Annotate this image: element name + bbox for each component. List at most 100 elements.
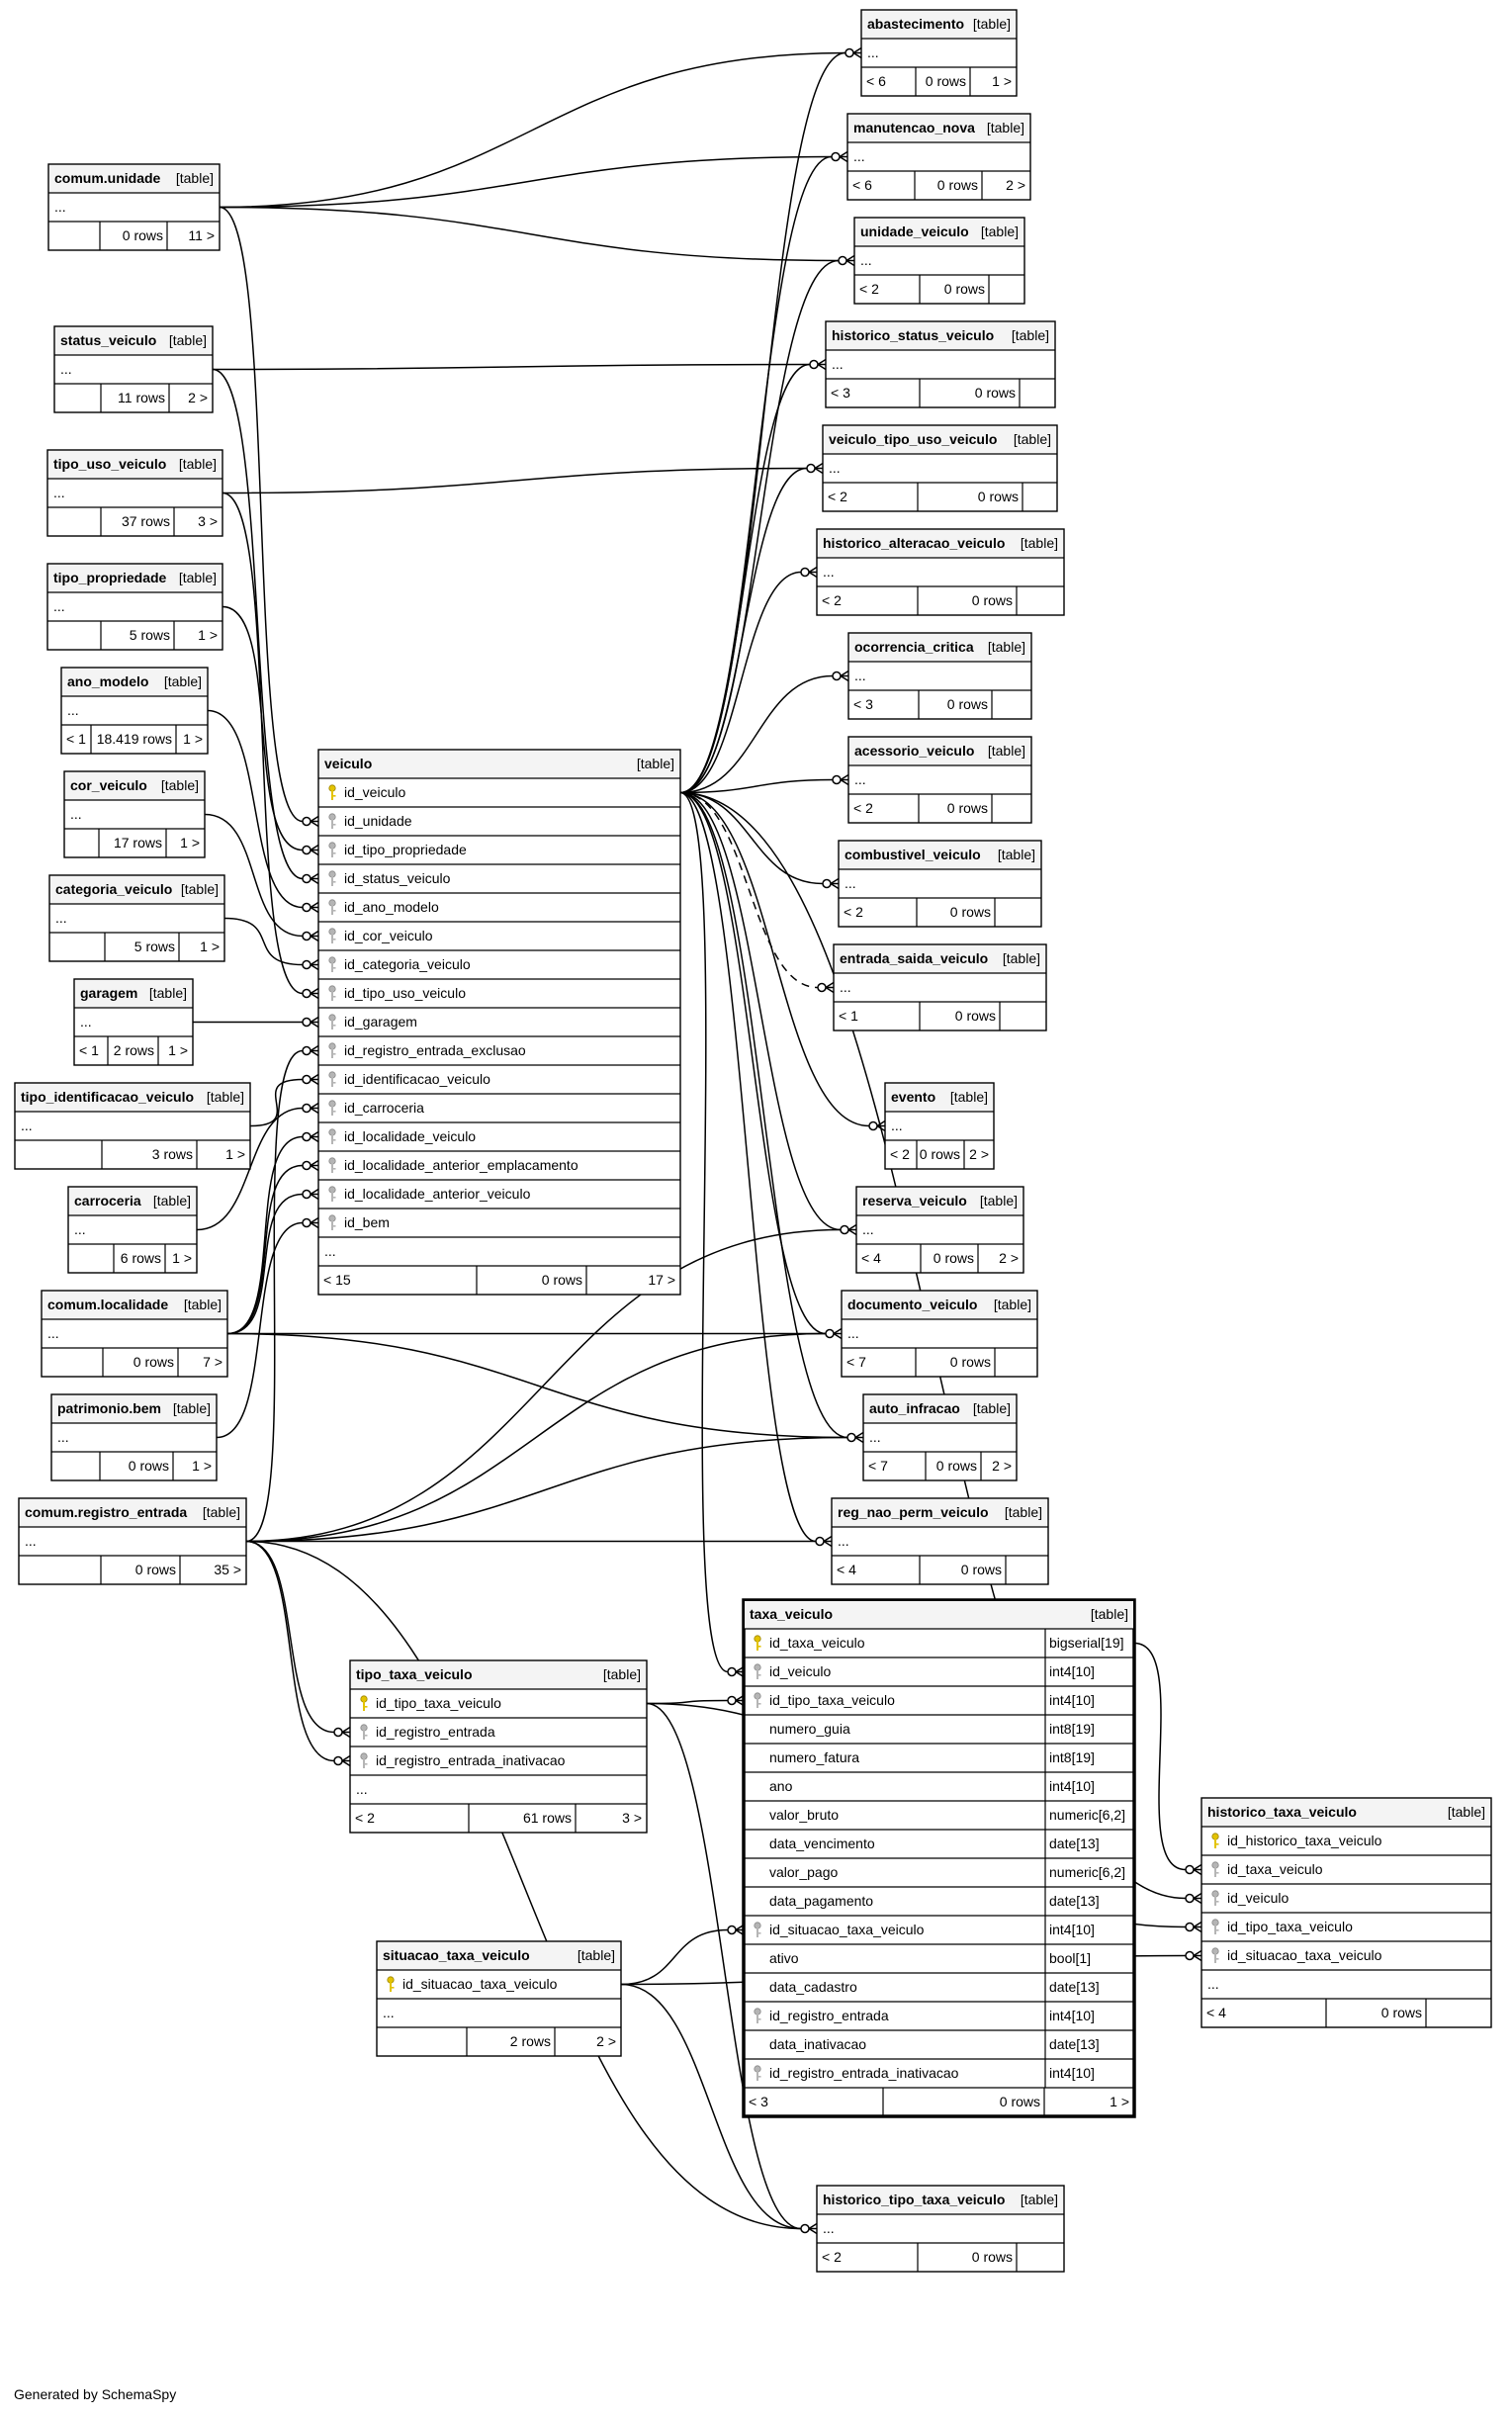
- parents-link[interactable]: < 1: [79, 1042, 99, 1058]
- children-link[interactable]: 1 >: [180, 835, 200, 851]
- table-name[interactable]: acessorio_veiculo: [854, 743, 974, 759]
- parents-link[interactable]: < 4: [1206, 2005, 1226, 2020]
- table-veiculo[interactable]: veiculo[table]id_veiculoid_unidadeid_tip…: [317, 749, 681, 1296]
- table-name[interactable]: tipo_uso_veiculo: [53, 456, 166, 472]
- table-name[interactable]: historico_status_veiculo: [832, 327, 994, 343]
- table-name[interactable]: auto_infracao: [869, 1400, 960, 1416]
- table-name[interactable]: patrimonio.bem: [57, 1400, 161, 1416]
- table-name[interactable]: reserva_veiculo: [862, 1193, 967, 1209]
- children-link[interactable]: 1 >: [198, 627, 218, 643]
- table-name[interactable]: manutencao_nova: [853, 120, 975, 135]
- table-name[interactable]: tipo_propriedade: [53, 570, 167, 585]
- table-name[interactable]: garagem: [80, 985, 137, 1001]
- children-link[interactable]: 2 >: [1006, 177, 1025, 193]
- parents-link[interactable]: < 15: [323, 1272, 351, 1288]
- table-name[interactable]: veiculo: [324, 756, 372, 771]
- parents-link[interactable]: < 1: [839, 1008, 858, 1024]
- children-link[interactable]: 1 >: [192, 1458, 212, 1474]
- table-tipo-taxa-veiculo[interactable]: tipo_taxa_veiculo[table]id_tipo_taxa_vei…: [349, 1659, 648, 1834]
- table-name[interactable]: combustivel_veiculo: [845, 847, 981, 862]
- parents-link[interactable]: < 2: [853, 800, 873, 816]
- children-link[interactable]: 1 >: [168, 1042, 188, 1058]
- parents-link[interactable]: < 7: [846, 1354, 866, 1370]
- table-name[interactable]: tipo_taxa_veiculo: [356, 1666, 473, 1682]
- children-link[interactable]: 1 >: [183, 731, 203, 747]
- parents-link[interactable]: < 4: [837, 1562, 856, 1577]
- table-name[interactable]: abastecimento: [867, 16, 964, 32]
- parents-link[interactable]: < 7: [868, 1458, 888, 1474]
- children-link[interactable]: 3 >: [622, 1810, 642, 1826]
- parents-link[interactable]: < 6: [852, 177, 872, 193]
- parents-link[interactable]: < 2: [890, 1146, 910, 1162]
- table-name[interactable]: veiculo_tipo_uso_veiculo: [829, 431, 997, 447]
- table-name[interactable]: reg_nao_perm_veiculo: [838, 1504, 989, 1520]
- children-link[interactable]: 2 >: [188, 390, 208, 405]
- table-name[interactable]: historico_tipo_taxa_veiculo: [823, 2192, 1005, 2207]
- children-link[interactable]: 2 >: [596, 2033, 616, 2049]
- children-link[interactable]: 2 >: [999, 1250, 1019, 1266]
- children-link[interactable]: 7 >: [203, 1354, 222, 1370]
- children-link[interactable]: 2 >: [992, 1458, 1012, 1474]
- children-link[interactable]: 11 >: [188, 227, 215, 243]
- table-name[interactable]: ano_modelo: [67, 673, 148, 689]
- children-link[interactable]: 35 >: [214, 1562, 241, 1577]
- children-link[interactable]: 3 >: [198, 513, 218, 529]
- parents-link[interactable]: < 3: [831, 385, 850, 401]
- children-link[interactable]: 1 >: [225, 1146, 245, 1162]
- children-link[interactable]: 1 >: [200, 939, 220, 954]
- children-link[interactable]: 1 >: [992, 73, 1012, 89]
- table-name[interactable]: carroceria: [74, 1193, 141, 1209]
- table-historico-taxa-veiculo[interactable]: historico_taxa_veiculo[table]id_historic…: [1201, 1797, 1492, 2028]
- table-situacao-taxa-veiculo[interactable]: situacao_taxa_veiculo[table]id_situacao_…: [376, 1940, 622, 2057]
- table-name[interactable]: situacao_taxa_veiculo: [383, 1947, 530, 1963]
- table-name[interactable]: comum.localidade: [47, 1297, 168, 1312]
- table-historico-tipo-taxa-veiculo[interactable]: historico_tipo_taxa_veiculo[table]...< 2…: [816, 2185, 1065, 2273]
- parents-link[interactable]: < 3: [853, 696, 873, 712]
- table-name[interactable]: categoria_veiculo: [55, 881, 172, 897]
- table-name[interactable]: tipo_identificacao_veiculo: [21, 1089, 194, 1105]
- table-name[interactable]: cor_veiculo: [70, 777, 147, 793]
- table-name[interactable]: historico_alteracao_veiculo: [823, 535, 1005, 551]
- table-name[interactable]: status_veiculo: [60, 332, 156, 348]
- table-name[interactable]: evento: [891, 1089, 935, 1105]
- table-historico-alteracao-veiculo[interactable]: historico_alteracao_veiculo[table]...< 2…: [816, 528, 1065, 616]
- table-tipo-identificacao-veiculo[interactable]: tipo_identificacao_veiculo[table]...3 ro…: [14, 1082, 251, 1170]
- parents-link[interactable]: < 4: [861, 1250, 881, 1266]
- children-link[interactable]: 1 >: [172, 1250, 192, 1266]
- table-name[interactable]: comum.registro_entrada: [25, 1504, 187, 1520]
- parents-link[interactable]: < 1: [66, 731, 86, 747]
- parents-link[interactable]: < 2: [822, 2249, 842, 2265]
- parents-link[interactable]: < 2: [822, 592, 842, 608]
- table-name[interactable]: ocorrencia_critica: [854, 639, 974, 655]
- table-name[interactable]: comum.unidade: [54, 170, 161, 186]
- children-link[interactable]: 17 >: [648, 1272, 675, 1288]
- parents-link[interactable]: < 2: [844, 904, 863, 920]
- table-name[interactable]: documento_veiculo: [847, 1297, 977, 1312]
- table-name[interactable]: historico_taxa_veiculo: [1207, 1804, 1357, 1820]
- children-link[interactable]: 2 >: [969, 1146, 989, 1162]
